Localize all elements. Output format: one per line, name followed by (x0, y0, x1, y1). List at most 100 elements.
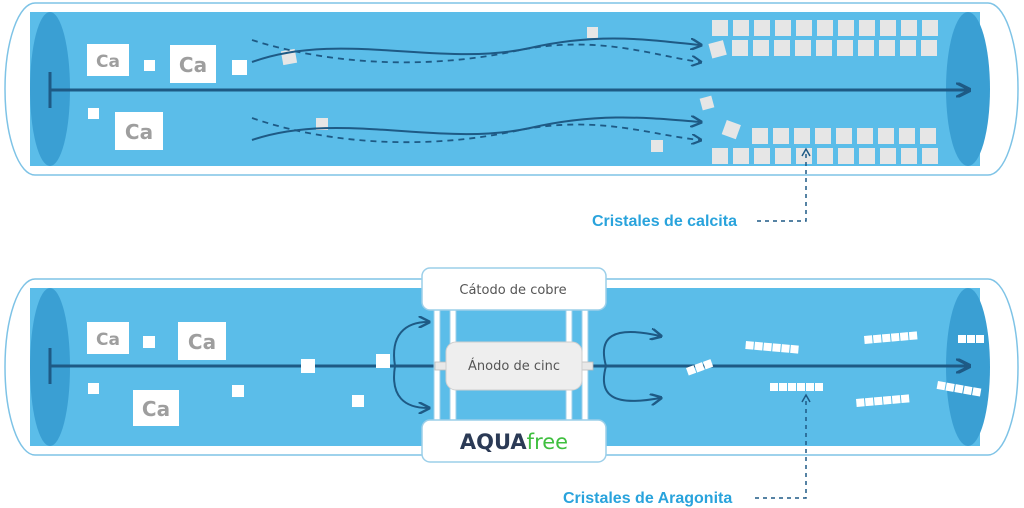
calcite-crystal (754, 148, 770, 164)
calcite-leader-line (757, 150, 807, 222)
aragonite-crystal (936, 381, 982, 397)
particle (144, 60, 155, 71)
flow-line-dashed (251, 39, 700, 62)
ca-ion: Ca (133, 390, 179, 426)
calcite-crystal (899, 128, 915, 144)
ca-ion: Ca (170, 45, 216, 83)
calcite-crystal (796, 20, 812, 36)
aragonite-leader-arrow (801, 393, 811, 403)
calcite-label: Cristales de calcita (592, 213, 737, 230)
svg-text:Ca: Ca (96, 52, 120, 72)
calcite-crystal (837, 40, 853, 56)
svg-text:Ca: Ca (179, 53, 207, 77)
particle (301, 359, 315, 373)
particle (316, 118, 328, 130)
calcite-crystal (733, 148, 749, 164)
calcite-crystal (880, 148, 896, 164)
particle (232, 385, 244, 397)
flow-curve (393, 365, 428, 408)
calcite-crystal (858, 40, 874, 56)
svg-text:Ca: Ca (142, 397, 170, 421)
particle (651, 140, 663, 152)
calcite-crystal (816, 40, 832, 56)
ca-ion: Ca (87, 44, 129, 76)
calcite-crystal-cluster (712, 20, 938, 56)
aquafree-device: Cátodo de cobre Ánodo de cinc AQUAfree (421, 267, 607, 463)
calcite-crystal (900, 40, 916, 56)
anode-label: Ánodo de cinc (468, 358, 560, 374)
calcite-crystal (775, 148, 791, 164)
particle (352, 395, 364, 407)
ca-ion: Ca (178, 322, 226, 360)
ca-ion: Ca (87, 322, 129, 354)
calcite-crystal (901, 148, 917, 164)
cathode-label: Cátodo de cobre (459, 283, 566, 298)
calcite-crystal (922, 20, 938, 36)
particle (376, 354, 390, 368)
aragonite-crystal-cluster (686, 331, 984, 407)
cathode-block (421, 267, 607, 311)
calcite-crystal (754, 20, 770, 36)
particle (708, 40, 727, 59)
particle (232, 60, 247, 75)
calcite-crystal (857, 128, 873, 144)
calcite-crystal-cluster (712, 128, 938, 164)
calcite-crystal (795, 40, 811, 56)
particle (88, 383, 99, 394)
calcite-crystal (752, 128, 768, 144)
calcite-crystal (922, 148, 938, 164)
calcite-crystal (838, 20, 854, 36)
calcite-crystal (901, 20, 917, 36)
anode-connector (580, 361, 594, 371)
flow-curve (602, 365, 660, 401)
aragonite-leader-line (755, 396, 807, 499)
calcite-crystal (920, 128, 936, 144)
calcite-crystal (817, 148, 833, 164)
aquafree-logo: AQUAfree (460, 430, 568, 454)
aragonite-crystal (856, 394, 910, 407)
svg-text:Ca: Ca (96, 330, 120, 350)
ca-ion: Ca (115, 112, 163, 150)
calcite-crystal (753, 40, 769, 56)
zinc-anode (445, 341, 583, 391)
calcite-crystal (878, 128, 894, 144)
calcite-crystal (733, 20, 749, 36)
particle (143, 336, 155, 348)
svg-text:Ca: Ca (125, 120, 153, 144)
flow-curve (602, 332, 660, 367)
calcite-crystal (859, 20, 875, 36)
aragonite-crystal (863, 331, 918, 344)
calcite-leader-arrow (801, 147, 811, 157)
calcite-crystal (773, 128, 789, 144)
calcite-crystal (794, 128, 810, 144)
particle (699, 95, 715, 111)
particle (88, 108, 99, 119)
flow-line-dashed (251, 117, 700, 142)
aragonite-crystal (686, 359, 714, 376)
particle (587, 27, 598, 38)
aragonite-label: Cristales de Aragonita (563, 490, 732, 507)
aragonite-crystal (770, 383, 823, 391)
top-pipe: Ca Ca Ca (4, 2, 1019, 176)
aragonite-crystal (958, 335, 984, 343)
anode-connector (434, 361, 448, 371)
svg-text:Ca: Ca (188, 330, 216, 354)
calcite-crystal (817, 20, 833, 36)
particle (721, 120, 741, 140)
calcite-crystal (712, 148, 728, 164)
calcite-crystal (732, 40, 748, 56)
flow-curve (393, 322, 428, 367)
calcite-crystal (712, 20, 728, 36)
calcite-crystal (838, 148, 854, 164)
calcite-crystal (880, 20, 896, 36)
calcite-crystal (774, 40, 790, 56)
calcite-crystal (836, 128, 852, 144)
calcite-crystal (775, 20, 791, 36)
calcite-crystal (859, 148, 875, 164)
brand-block (421, 419, 607, 463)
aragonite-crystal (745, 341, 799, 354)
calcite-crystal (815, 128, 831, 144)
calcite-crystal (921, 40, 937, 56)
calcite-crystal (879, 40, 895, 56)
